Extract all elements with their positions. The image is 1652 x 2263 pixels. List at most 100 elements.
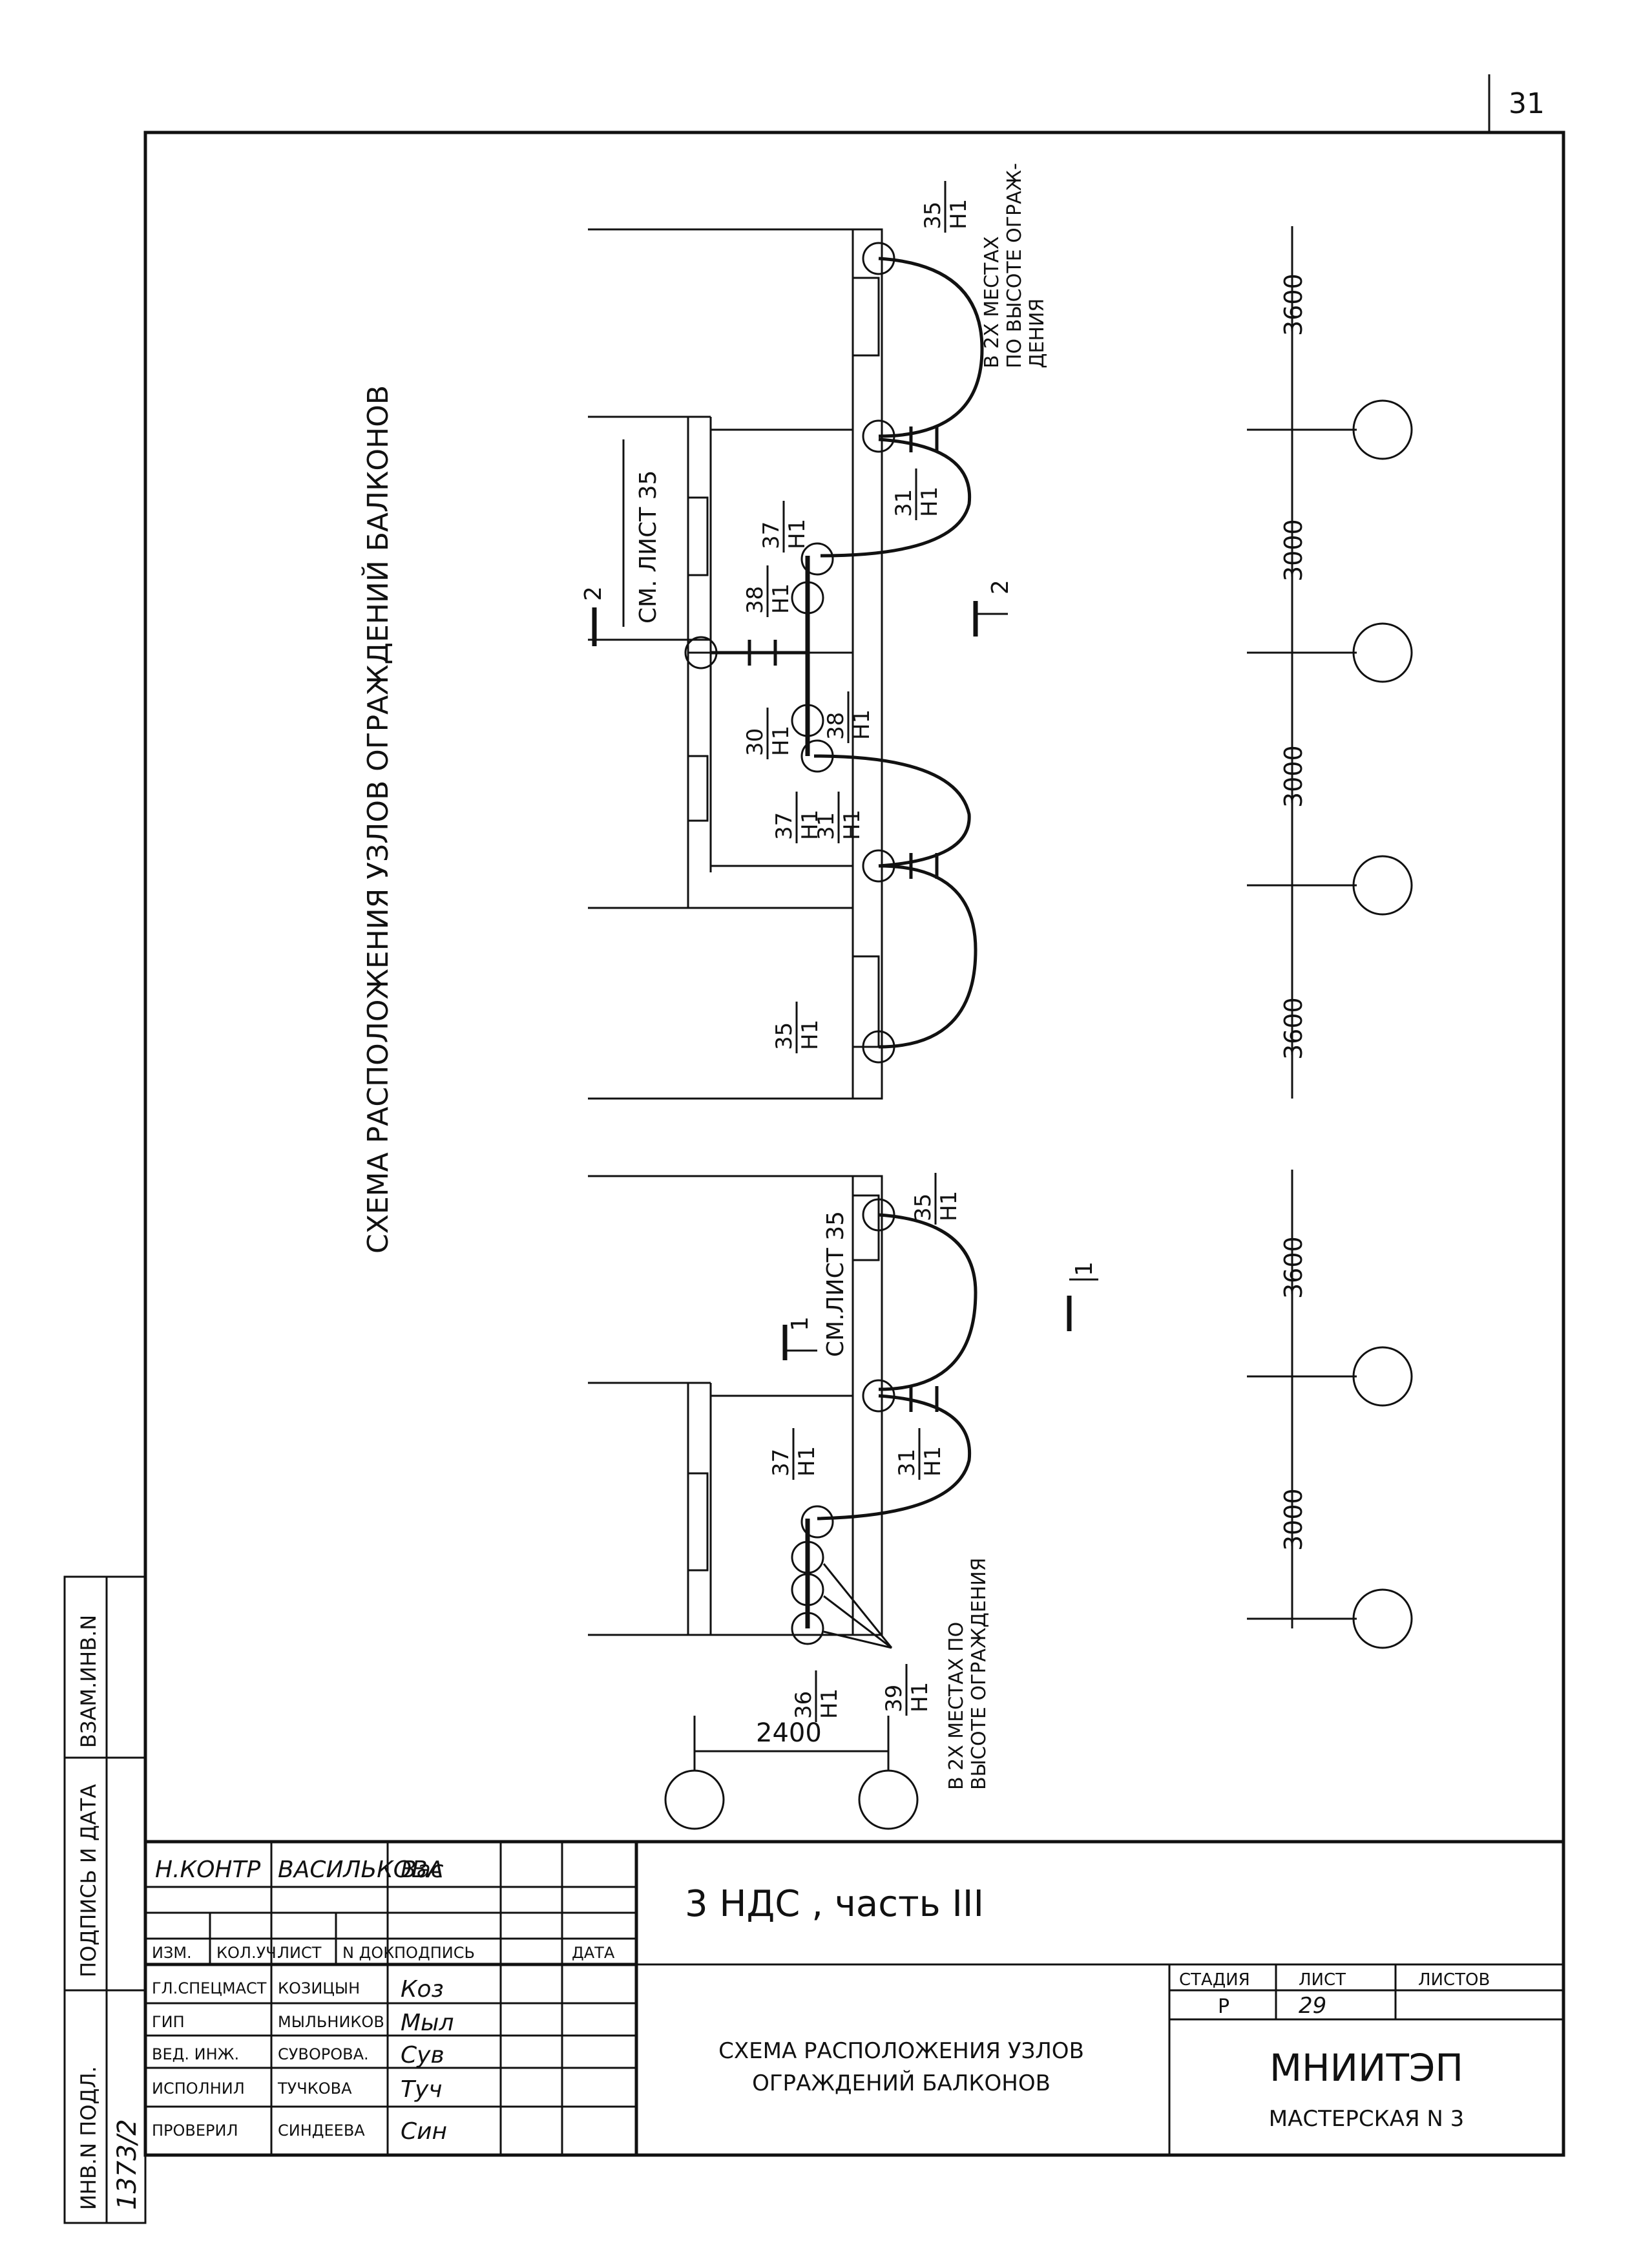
staff-sign: Туч [401,2076,443,2103]
dim-text: 3600 [1279,1236,1308,1299]
callout: 37 Н1 [771,792,823,843]
svg-text:35: 35 [771,1022,797,1050]
staff-name: СИНДЕЕВА [278,2121,365,2140]
section-mark-2: 2 СМ. ЛИСТ 35 2 [580,439,1014,646]
lower-wall-outline [588,1175,883,1636]
node-circle [862,419,895,453]
upper-window [687,755,709,822]
axis-bubble [1352,1346,1413,1407]
svg-text:Н1: Н1 [907,1682,933,1712]
staff-role: ГИП [152,2013,185,2031]
svg-text:Н1: Н1 [794,1446,820,1477]
svg-text:Н1: Н1 [817,1689,842,1719]
upper-plan: 35 Н1 31 Н1 37 Н1 38 Н1 30 Н1 38 Н1 [580,163,1413,1100]
svg-text:Н1: Н1 [849,710,875,740]
node-circle [862,1379,895,1413]
header-cell: ДАТА [572,1944,615,1962]
svg-text:30: 30 [742,728,768,756]
callout: 36 Н1 [791,1670,842,1722]
lower-plan: 35 Н1 31 Н1 37 Н1 36 Н1 39 Н1 В 2Х МЕСТ [588,1170,1413,1830]
lower-rail [878,1213,978,1391]
norm-control-role: Н.КОНТР [155,1857,260,1883]
svg-text:Н1: Н1 [784,519,810,549]
side-stamp-label: ИНВ.N ПОДЛ. [76,2066,101,2210]
axis-bubble [1352,399,1413,460]
svg-text:ДЕНИЯ: ДЕНИЯ [1026,299,1049,368]
callout: 35 Н1 [910,1173,962,1225]
sheet-label: ЛИСТ [1299,1970,1346,1990]
svg-text:СМ.ЛИСТ 35: СМ.ЛИСТ 35 [822,1211,849,1357]
callout: 39 Н1 [881,1664,933,1716]
header-cell: КОЛ.УЧ. [216,1944,281,1962]
node-circle [800,739,834,773]
svg-text:37: 37 [758,521,784,549]
organization: МНИИТЭП [1270,2046,1463,2090]
staff-sign: Син [401,2118,447,2145]
svg-text:37: 37 [768,1449,794,1477]
header-cell: N ДОК. [342,1944,399,1962]
side-stamp-label: ПОДПИСЬ И ДАТА [76,1784,101,1977]
drawing-frame [143,131,1565,2157]
upper-wall-outline [588,228,883,1100]
sheets-label: ЛИСТОВ [1418,1970,1490,1990]
staff-sign: Мыл [401,2010,454,2036]
upper-note: В 2Х МЕСТАХ ПО ВЫСОТЕ ОГРАЖ- ДЕНИЯ [981,163,1049,368]
side-stamp-box [63,1575,147,2224]
dim-text: 3600 [1279,997,1308,1060]
svg-text:37: 37 [771,812,797,840]
svg-text:38: 38 [823,712,849,740]
svg-text:ВЫСОТЕ ОГРАЖДЕНИЯ: ВЫСОТЕ ОГРАЖДЕНИЯ [968,1557,990,1790]
svg-text:1: 1 [787,1316,813,1331]
svg-text:В 2Х МЕСТАХ ПО: В 2Х МЕСТАХ ПО [945,1622,968,1790]
norm-control-sign: Вас [401,1857,444,1883]
leader-line [822,1563,893,1648]
upper-window [852,955,880,1048]
dim-text: 3000 [1279,1488,1308,1551]
svg-text:35: 35 [910,1194,936,1221]
workshop: МАСТЕРСКАЯ N 3 [1269,2106,1465,2132]
svg-text:31: 31 [813,812,839,840]
staff-role: ИСПОЛНИЛ [152,2079,245,2098]
node-circle [800,1505,834,1539]
callout: 31 Н1 [894,1428,946,1480]
norm-control-name: ВАСИЛЬКОВА [278,1857,443,1883]
svg-text:Н1: Н1 [946,199,972,229]
lower-window [852,1194,880,1261]
dim-text: 3000 [1279,745,1308,808]
svg-text:Н1: Н1 [917,487,943,517]
svg-text:Н1: Н1 [797,1020,823,1050]
svg-text:35: 35 [920,202,946,229]
staff-name: МЫЛЬНИКОВ [278,2013,384,2031]
header-cell: ИЗМ. [152,1944,192,1962]
node-circle [684,636,718,669]
callout: 38 Н1 [742,565,794,617]
staff-name: СУВОРОВА. [278,2045,369,2063]
callout: 35 Н1 [771,1002,823,1053]
callout: 38 Н1 [823,691,875,743]
axis-bubble [1352,1588,1413,1649]
staff-sign: Коз [401,1976,444,2003]
svg-text:Н1: Н1 [920,1446,946,1477]
leader-line [823,1630,892,1649]
section-mark-1: 1 СМ.ЛИСТ 35 1 [782,1211,1098,1360]
staff-name: ТУЧКОВА [277,2079,352,2098]
axis-bubble [1352,855,1413,916]
svg-text:Н1: Н1 [936,1191,962,1221]
callout: 31 Н1 [891,468,943,520]
staff-role: ВЕД. ИНЖ. [152,2045,239,2063]
header-cell: ПОДПИСЬ [394,1944,475,1962]
svg-text:31: 31 [894,1449,920,1477]
upper-rail [813,754,971,868]
upper-rail [878,257,984,438]
svg-text:В 2Х МЕСТАХ: В 2Х МЕСТАХ [981,237,1003,368]
header-cell: ЛИСТ [278,1944,322,1962]
lower-window [687,1472,709,1572]
dim-text: 3000 [1279,519,1308,582]
dim-text: 3600 [1279,273,1308,336]
svg-text:Н1: Н1 [797,810,823,840]
svg-text:36: 36 [791,1691,817,1719]
callout: 37 Н1 [768,1428,820,1480]
svg-text:Н1: Н1 [839,810,865,840]
callout: 35 Н1 [920,181,972,233]
sheet-number: 31 [1509,87,1545,120]
